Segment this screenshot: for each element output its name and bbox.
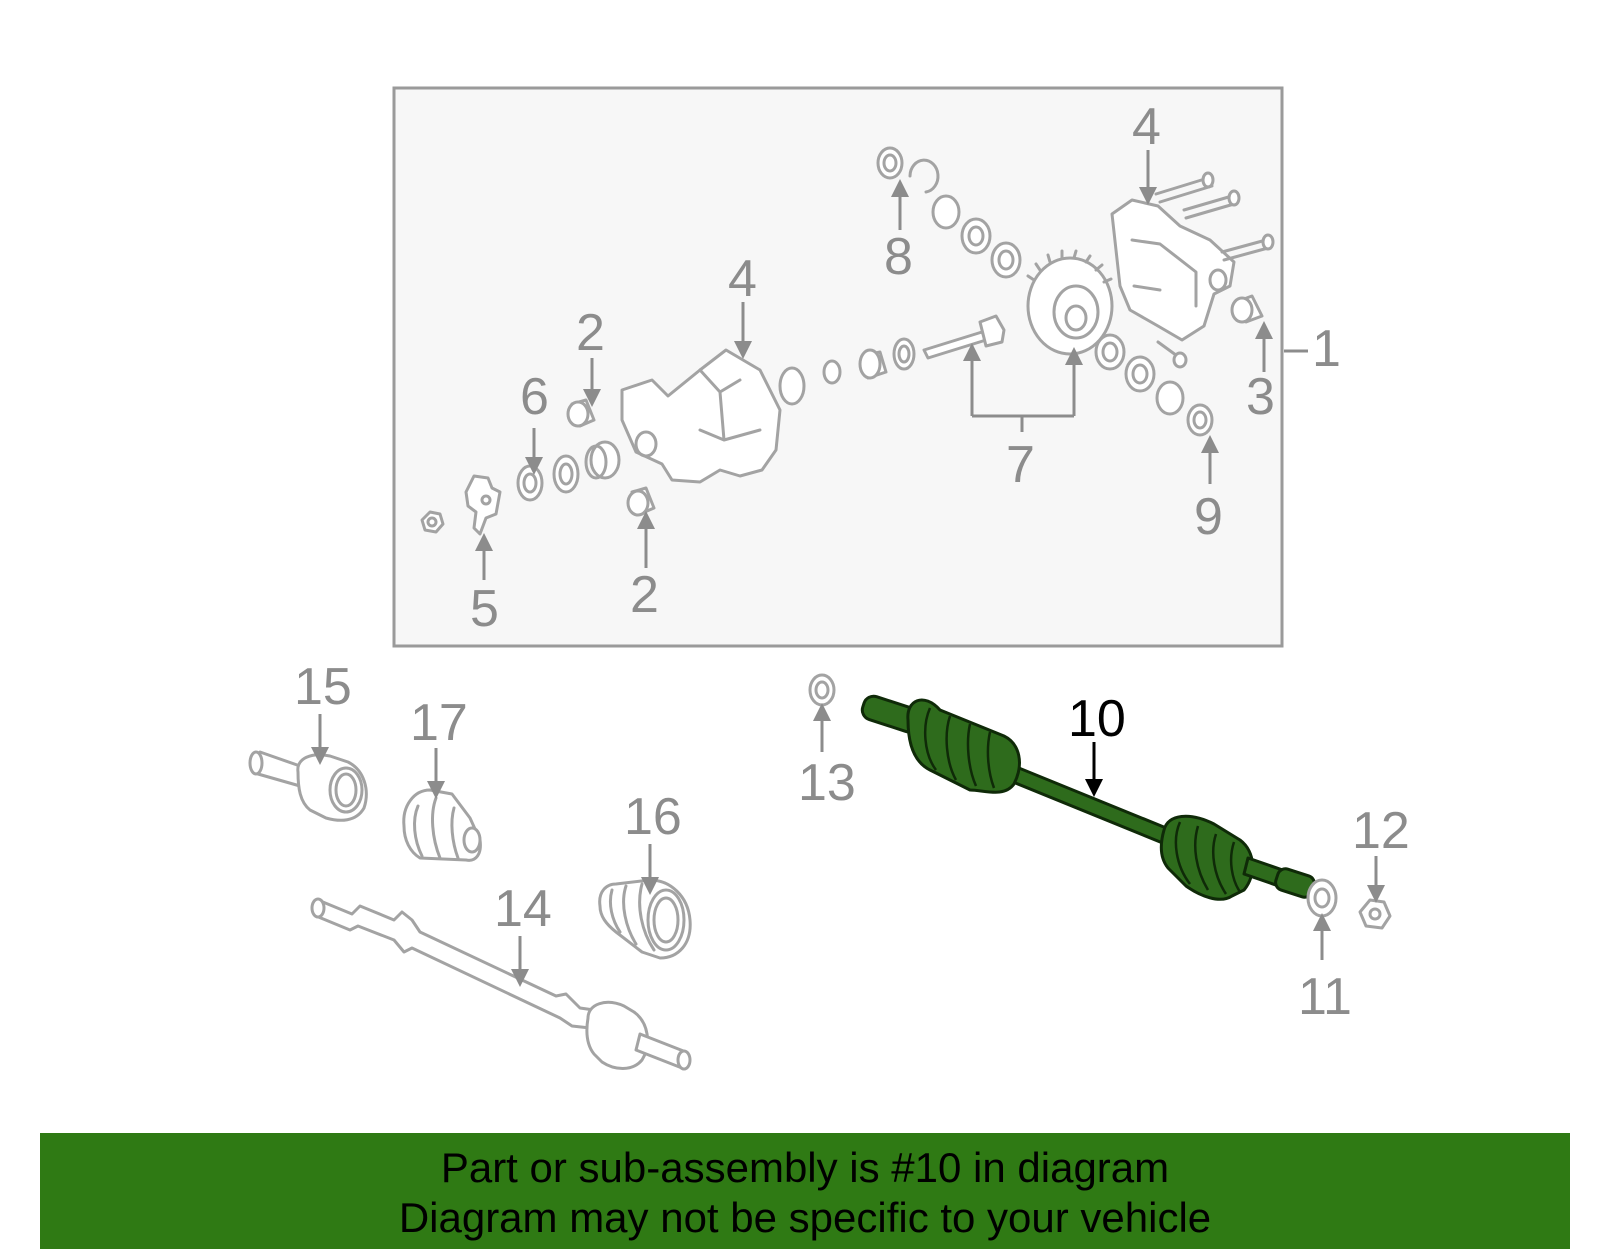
bearing-part [1094,333,1126,371]
callout-8: 8 [884,228,913,286]
seal-part [552,454,580,494]
cv-joint-part-15 [248,750,368,822]
bearing-part [960,217,992,255]
callout-4: 4 [728,250,757,308]
snap-ring-part [908,158,940,194]
callout-5: 5 [470,580,499,638]
bolt-part [1154,171,1215,204]
washer-part-13 [808,673,836,707]
shim-part [931,194,961,230]
callout-3: 3 [1246,368,1275,426]
shim-part [1155,380,1185,416]
bearing-part [990,241,1022,279]
seal-part-9 [1186,403,1214,437]
bolt-part [1220,233,1275,262]
bushing-part-3 [1230,294,1264,324]
bushing-part-2-bottom [626,486,656,517]
callout-12: 12 [1352,802,1410,860]
seal-part-6 [516,464,544,502]
callout-7: 7 [1006,436,1035,494]
callout-14: 14 [494,880,552,938]
differential-housing-part-4 [620,348,782,484]
seal-part [892,337,916,371]
bolt-part [1182,189,1241,220]
nut-part-12 [1358,898,1392,930]
inner-shaft-part-14 [310,897,692,1071]
bearing-part [778,366,806,406]
banner-line-part-number: Part or sub-assembly is #10 in diagram [440,1144,1170,1191]
bearing-part [584,440,621,480]
info-banner: Part or sub-assembly is #10 in diagram D… [40,1133,1570,1249]
callout-9: 9 [1194,488,1223,546]
bracket-part-5 [464,474,502,536]
ring-gear-part [1026,249,1114,356]
callout-6: 6 [520,368,549,426]
bearing-part [858,348,888,380]
cv-boot-part-17 [402,788,482,862]
callout-11: 11 [1298,968,1352,1026]
bearing-part [1124,355,1156,393]
pinion-gear-part-7 [922,314,1006,360]
cv-boot-part-16 [598,878,692,960]
callout-4: 4 [1132,98,1161,156]
callout-2: 2 [576,304,605,362]
callout-13: 13 [798,754,856,812]
nut-part [420,510,445,534]
bolt-part [1156,340,1188,369]
callout-10: 10 [1068,690,1126,748]
spacer-part [822,359,842,385]
seal-part-8 [876,146,904,180]
banner-line-disclaimer: Diagram may not be specific to your vehi… [398,1194,1212,1241]
callout-15: 15 [294,658,352,716]
callout-1: 1 [1312,320,1341,378]
washer-part-11 [1306,878,1338,918]
axle-shaft-assembly-part-10 [860,694,1316,901]
callout-16: 16 [624,788,682,846]
callout-2: 2 [630,566,659,624]
differential-cover-part-4 [1110,198,1236,342]
callout-17: 17 [410,694,468,752]
